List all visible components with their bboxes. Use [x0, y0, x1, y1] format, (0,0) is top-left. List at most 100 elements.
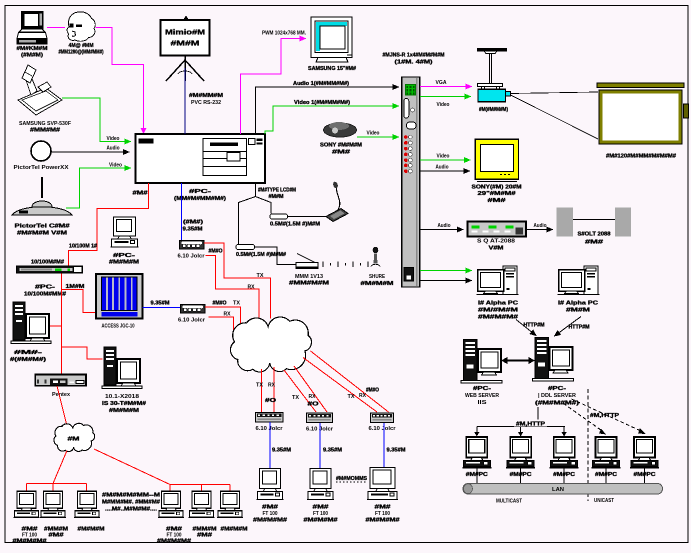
svg-text:Mimio#M: Mimio#M [165, 28, 205, 37]
svg-text:UNICAST: UNICAST [594, 498, 614, 504]
svg-text:#M#: #M# [197, 533, 212, 539]
svg-text:9.35#M: 9.35#M [387, 448, 406, 454]
svg-text:....M#..M#M#M#....: ....M#..M#M#M#.... [105, 507, 158, 513]
svg-text:6.10 Jolcr: 6.10 Jolcr [178, 318, 205, 324]
svg-text:ACCESS JGC-10: ACCESS JGC-10 [102, 324, 135, 330]
svg-text:#MM#M: #MM#M [44, 527, 68, 533]
svg-text:#O: #O [265, 398, 276, 404]
svg-text:#M#M#M: #M#M#M [109, 408, 139, 414]
svg-text:FT 100: FT 100 [375, 511, 390, 517]
svg-text:| DDL SERVER: | DDL SERVER [538, 393, 576, 399]
svg-text:#M#: #M# [375, 505, 391, 511]
svg-text:#M(#M#M#M): #M(#M#M#M) [479, 107, 508, 113]
svg-text:#M#M#M#: #M#M#M# [478, 315, 518, 321]
svg-text:(#M#M#M#): (#M#M#M#) [535, 401, 580, 407]
svg-text:#M#M#M: #M#M#M [109, 260, 139, 266]
svg-text:#PC-: #PC- [548, 386, 567, 392]
svg-text:PictorTel C#M#: PictorTel C#M# [15, 224, 70, 230]
svg-text:SONY(#M) 20#M: SONY(#M) 20#M [472, 185, 522, 191]
svg-text:IS 30-T#M#M#: IS 30-T#M#M# [102, 401, 146, 407]
svg-text:WEB SERVER: WEB SERVER [465, 393, 499, 399]
svg-text:V#M: V#M [489, 246, 504, 252]
svg-text:#M#M#M#MM--M: #M#M#M#MM--M [102, 493, 160, 499]
svg-text:FT 100: FT 100 [313, 511, 328, 517]
svg-text:1M#M: 1M#M [66, 284, 85, 290]
svg-text:SAMSUNG 15"#M#: SAMSUNG 15"#M# [308, 66, 356, 72]
svg-text:0.5M#(1.5M #)M#M#: 0.5M#(1.5M #)M#M# [236, 252, 286, 258]
svg-text:Video: Video [367, 131, 380, 137]
svg-text:10/100M 1#: 10/100M 1# [69, 244, 97, 250]
svg-text:SONY #M#M#M: SONY #M#M#M [320, 143, 362, 149]
svg-text:#M/#M#M: #M/#M#M [478, 308, 518, 314]
svg-text:#MM#M#: #MM#M# [30, 128, 60, 134]
svg-text:#M#: #M# [262, 505, 278, 511]
svg-text:M#MM#M#. #MM#M#: M#MM#M#. #MM#M# [102, 500, 160, 506]
svg-text:RX: RX [309, 394, 317, 400]
svg-text:#M#M: #M#M [171, 39, 200, 48]
svg-text:#M#-: #M#- [14, 350, 43, 356]
svg-text:Video: Video [107, 136, 120, 142]
svg-text:FT 100: FT 100 [22, 533, 37, 539]
svg-text:#M#M#M#: #M#M#M# [157, 538, 191, 544]
svg-text:#M#KM#M: #M#KM#M [17, 46, 48, 52]
svg-text:RX: RX [268, 383, 276, 389]
svg-text:#M,HTTP: #M,HTTP [590, 413, 620, 419]
svg-text:#M#: #M# [488, 198, 506, 204]
svg-text:#M#O: #M#O [366, 388, 379, 394]
svg-text:#M#M: #M#M [566, 308, 590, 314]
svg-text:#M#: #M# [332, 150, 350, 156]
svg-text:10/100M#M#: 10/100M#M# [31, 260, 64, 266]
svg-text:RX: RX [248, 285, 256, 291]
svg-text:#M#M#M#: #M#M#M# [13, 538, 47, 544]
svg-text:(#M#): (#M#) [183, 220, 204, 226]
svg-text:HTTP#M: HTTP#M [524, 323, 545, 329]
svg-text:#M#120#M#MM#M#M#M#: #M#120#M#MM#M#M#M# [606, 154, 676, 160]
svg-text:TX: TX [348, 394, 356, 400]
svg-text:Video: Video [109, 163, 122, 169]
svg-text:SAMSUNG SVP-530F: SAMSUNG SVP-530F [19, 121, 71, 127]
svg-text:Audio 1(#M#MM#M#): Audio 1(#M#MM#M#) [293, 81, 349, 87]
svg-text:#PC-: #PC- [189, 189, 211, 195]
svg-text:Audio: Audio [438, 223, 451, 229]
svg-text:S#OLT 2088: S#OLT 2088 [578, 232, 611, 238]
svg-text:HTTP#M: HTTP#M [569, 325, 590, 331]
svg-text:#M#: #M# [22, 527, 38, 533]
svg-text:#M#: #M# [49, 533, 64, 539]
svg-text:Audio: Audio [534, 223, 547, 229]
svg-text:TX: TX [292, 395, 300, 401]
svg-text:#M#MM#M: #M#MM#M [189, 93, 223, 99]
svg-text:#M#O: #M#O [209, 249, 223, 255]
svg-text:#M: #M [68, 437, 80, 443]
svg-text:#MM#M#M: #MM#M#M [289, 281, 329, 287]
svg-text:#MM#M: #MM#M [193, 527, 217, 533]
svg-text:#M#: #M# [313, 505, 329, 511]
svg-text:29"#M#M#: 29"#M#M# [478, 191, 516, 197]
svg-text:10.1-X2018: 10.1-X2018 [105, 394, 139, 400]
svg-text:9.35#M: 9.35#M [151, 301, 170, 307]
svg-text:SHURE: SHURE [369, 274, 386, 280]
svg-text:RX: RX [359, 393, 367, 399]
svg-text:VGA: VGA [436, 80, 447, 86]
svg-text:(#M#M): (#M#M) [21, 53, 43, 59]
svg-text:I# Alpha PC: I# Alpha PC [558, 301, 599, 307]
svg-text:Pentex: Pentex [52, 392, 70, 398]
svg-text:#M#: #M# [166, 527, 182, 533]
svg-text:0.5M#(1.5M #)M#M: 0.5M#(1.5M #)M#M [270, 222, 320, 228]
svg-text:PictorTel PowerXX: PictorTel PowerXX [14, 165, 70, 171]
svg-text:9.35#M: 9.35#M [183, 227, 203, 233]
svg-text:#PC-: #PC- [113, 253, 136, 259]
svg-text:S Q AT-2088: S Q AT-2088 [477, 239, 515, 245]
svg-text:#PC-: #PC- [473, 386, 492, 392]
svg-text:TX: TX [233, 301, 241, 307]
svg-text:#(#M#M#): #(#M#M#) [10, 357, 47, 363]
svg-text:#M#M#M V#M: #M#M#M V#M [17, 231, 67, 237]
svg-text:#M#M: #M#M [269, 194, 284, 200]
svg-text:PWM 1024x768 MM.: PWM 1024x768 MM. [262, 31, 307, 37]
svg-text:#M#: #M# [585, 240, 603, 246]
svg-text:#M#: #M# [133, 191, 148, 197]
svg-text:TX: TX [257, 273, 265, 279]
svg-text:#M#M#M: #M#M#M [78, 527, 105, 533]
svg-text:#M#M#M#: #M#M#M# [304, 518, 338, 524]
svg-text:#M#M#M#: #M#M#M# [253, 518, 287, 524]
svg-text:FT 100: FT 100 [263, 511, 278, 517]
